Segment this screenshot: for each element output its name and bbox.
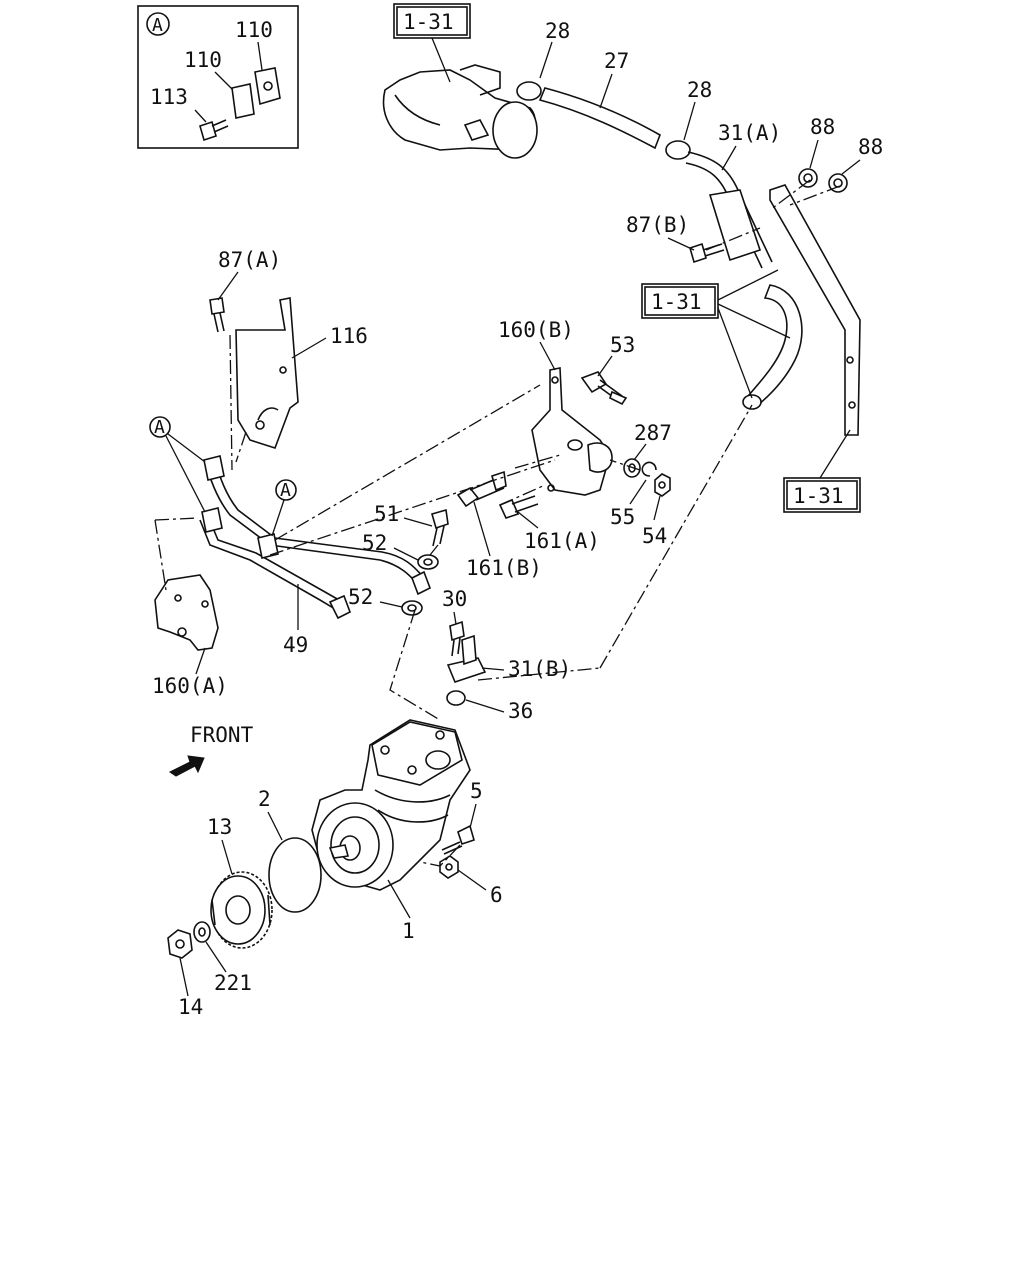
callout-a-left-letter: A — [154, 417, 165, 438]
nut-54 — [654, 473, 671, 497]
label-27: 27 — [604, 49, 629, 73]
label-1: 1 — [402, 919, 415, 943]
bracket-160a — [154, 574, 219, 651]
label-36: 36 — [508, 699, 533, 723]
bolt-161a — [498, 495, 539, 519]
bolt-5 — [441, 824, 475, 855]
label-54: 54 — [642, 524, 667, 548]
intake-pipe — [382, 64, 538, 159]
label-160b: 160(B) — [498, 318, 574, 342]
inset-label-110-left: 110 — [184, 48, 222, 72]
oring-2 — [268, 837, 322, 913]
pipe-49 — [199, 457, 432, 620]
clamp-a-upper — [201, 455, 279, 559]
callout-a-right-letter: A — [280, 480, 291, 501]
label-88-left: 88 — [810, 115, 835, 139]
ref-label-right: 1-31 — [793, 484, 844, 508]
bracket-116 — [235, 297, 299, 449]
hose-27 — [516, 81, 691, 160]
front-label: FRONT — [190, 723, 254, 747]
phantom-lines — [154, 179, 841, 867]
inset-circle-letter: A — [152, 15, 163, 36]
ref-box-1-31-mid: 1-31 — [641, 269, 791, 399]
bracket-right — [769, 184, 861, 436]
label-160a: 160(A) — [152, 674, 228, 698]
hose-right-bend — [742, 284, 803, 410]
label-116: 116 — [330, 324, 368, 348]
ref-box-1-31-top: 1-31 — [393, 3, 471, 83]
label-28-top: 28 — [545, 19, 570, 43]
label-52-lower: 52 — [348, 585, 373, 609]
label-87b: 87(B) — [626, 213, 689, 237]
part-labels: 28 27 28 31(A) 88 88 87(B) 87(A) 116 160… — [152, 19, 883, 1019]
label-14: 14 — [178, 995, 203, 1019]
label-5: 5 — [470, 779, 483, 803]
nuts-88 — [798, 168, 848, 193]
ref-label-top: 1-31 — [403, 10, 454, 34]
ref-label-mid: 1-31 — [651, 290, 702, 314]
inset-detail-a: A 110 110 113 — [137, 5, 299, 149]
clip-55 — [641, 461, 657, 477]
oring-36 — [446, 690, 466, 706]
ref-box-1-31-right: 1-31 — [783, 429, 861, 513]
label-87a: 87(A) — [218, 248, 281, 272]
label-49: 49 — [283, 633, 308, 657]
inset-label-110-top: 110 — [235, 18, 273, 42]
label-31a: 31(A) — [718, 121, 781, 145]
pipe-31a — [685, 151, 773, 269]
label-30: 30 — [442, 587, 467, 611]
label-221: 221 — [214, 971, 252, 995]
washer-52b — [401, 600, 423, 616]
front-arrow-icon — [169, 755, 205, 777]
nut-6 — [439, 855, 459, 879]
fitting-31b — [446, 634, 487, 683]
washer-221 — [193, 921, 211, 943]
label-31b: 31(B) — [508, 657, 571, 681]
label-28-mid: 28 — [687, 78, 712, 102]
fitting-53 — [580, 371, 628, 406]
callout-a-right: A — [271, 479, 297, 537]
air-compressor — [311, 719, 471, 891]
label-161b: 161(B) — [466, 556, 542, 580]
nut-14 — [167, 929, 193, 959]
label-161a: 161(A) — [524, 529, 600, 553]
bracket-160b — [531, 367, 613, 496]
fitting-161b — [456, 470, 507, 508]
callout-a-left: A — [149, 416, 206, 513]
label-53: 53 — [610, 333, 635, 357]
label-6: 6 — [490, 883, 503, 907]
bolt-87a — [209, 297, 225, 333]
label-287: 287 — [634, 421, 672, 445]
label-55: 55 — [610, 505, 635, 529]
gear-13 — [210, 871, 273, 949]
label-88-right: 88 — [858, 135, 883, 159]
bolt-51 — [431, 508, 449, 547]
inset-label-113: 113 — [150, 85, 188, 109]
label-52-upper: 52 — [362, 531, 387, 555]
bolt-87b — [689, 242, 725, 264]
bolt-30 — [449, 620, 465, 657]
label-51: 51 — [374, 502, 399, 526]
label-2: 2 — [258, 787, 271, 811]
label-13: 13 — [207, 815, 232, 839]
washer-52a — [417, 554, 439, 570]
